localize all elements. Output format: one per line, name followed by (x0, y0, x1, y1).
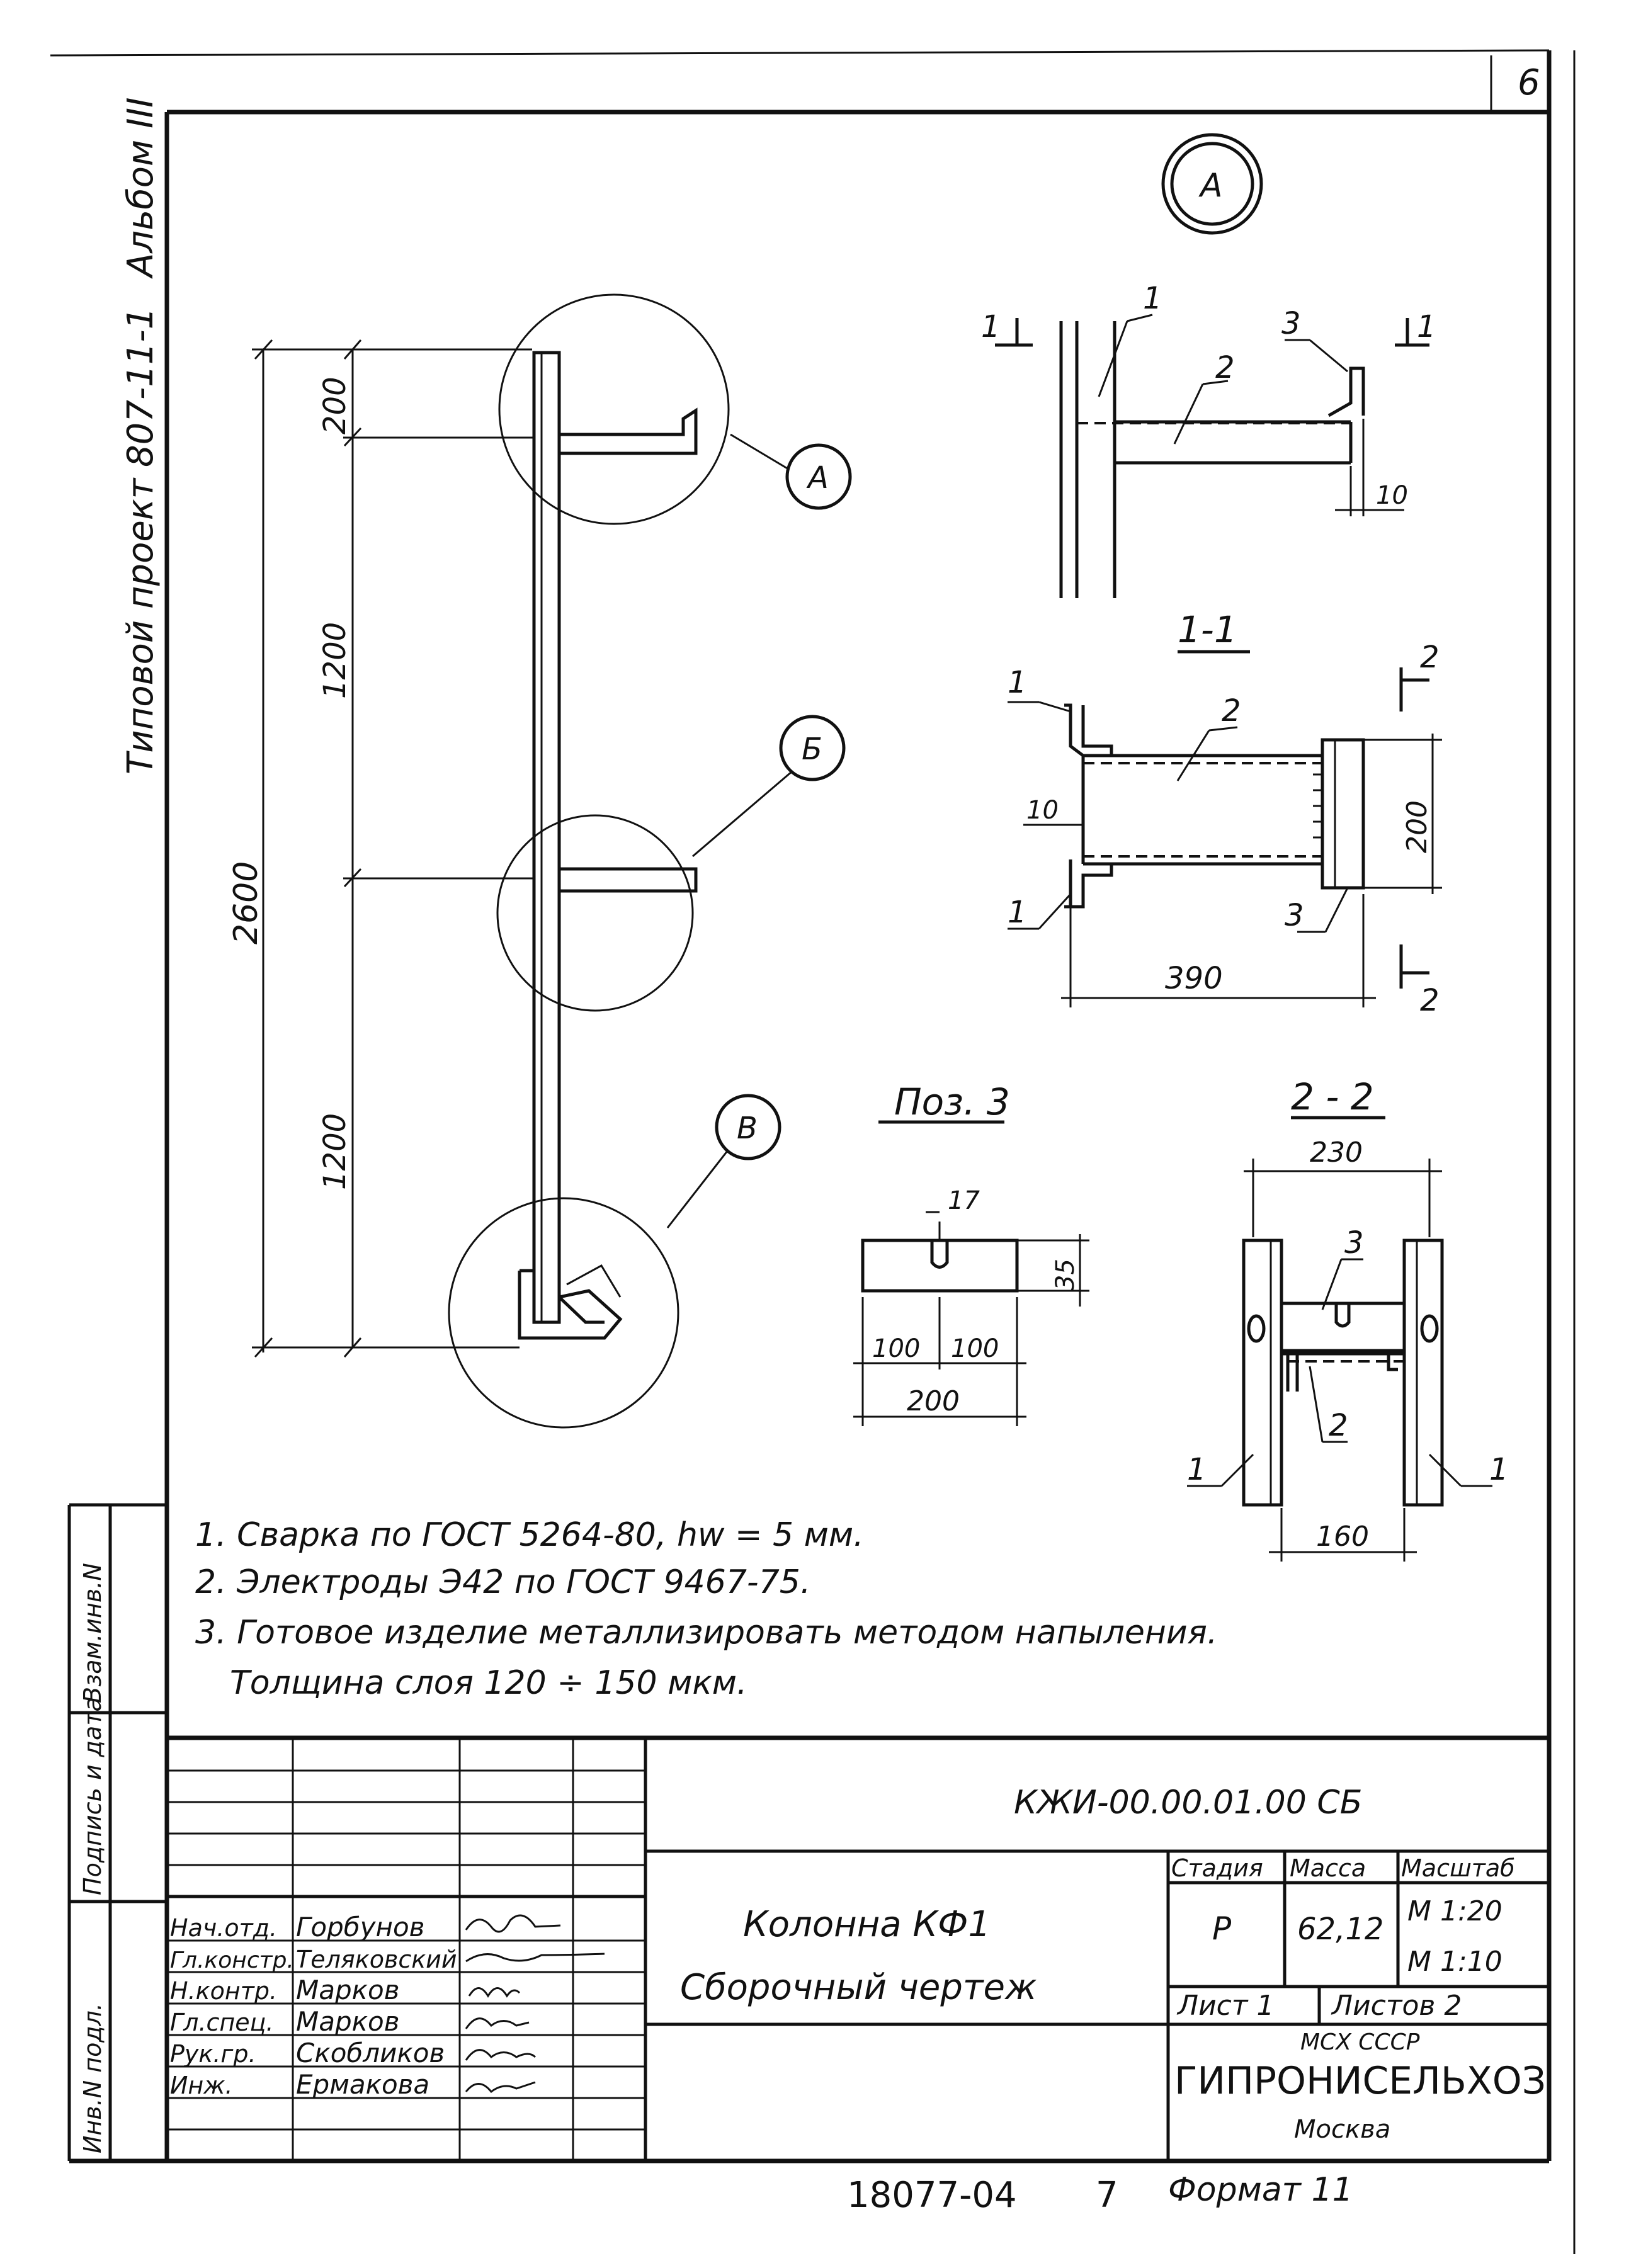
side-project-title: Типовой проект 807-11-1 (120, 307, 161, 774)
node-a-title: А (1198, 167, 1223, 205)
pos-3-dim-200: 200 (907, 1385, 960, 1417)
pos-3-dim-17: 17 (948, 1186, 980, 1215)
node-a-dim-10: 10 (1376, 481, 1408, 510)
mass-value: 62,12 (1297, 1912, 1383, 1947)
section-1-1-leader-1-bottom: 1 (1008, 895, 1027, 930)
scale-header: Масштаб (1401, 1854, 1515, 1882)
person-name: Ермакова (296, 2069, 429, 2100)
mass-header: Масса (1290, 1854, 1366, 1882)
note-3-continued: Толщина слоя 120 ÷ 150 мкм. (230, 1664, 747, 1702)
node-a-view (995, 133, 1429, 598)
role-label: Гл.констр. (170, 1948, 294, 1973)
node-a-leader-3: 3 (1281, 306, 1301, 341)
role-label: Рук.гр. (170, 2040, 256, 2068)
pos-3-dim-100-left: 100 (872, 1334, 920, 1363)
stamp-inv-original: Инв.N подл. (79, 2003, 106, 2153)
callout-a-label: А (806, 460, 829, 496)
section-1-1-dim-10: 10 (1026, 796, 1059, 825)
person-name: Теляковский (296, 1946, 457, 1973)
scale-value-2: М 1:10 (1407, 1946, 1503, 1978)
section-2-2-dim-160: 160 (1316, 1521, 1369, 1553)
section-1-1-mark-top: 2 (1420, 640, 1440, 675)
section-2-2-view (1187, 1116, 1492, 1562)
role-label: Инж. (170, 2072, 233, 2099)
org-ministry: МСХ СССР (1300, 2029, 1420, 2055)
node-a-section-right: 1 (1417, 309, 1436, 344)
section-2-2-leader-2: 2 (1329, 1408, 1348, 1443)
person-name: Скобликов (296, 2038, 445, 2068)
section-1-1-dim-200: 200 (1401, 800, 1433, 853)
detail-callouts (448, 293, 852, 1429)
side-album-title: Альбом III (120, 98, 161, 280)
callout-b-label: Б (802, 732, 822, 767)
archive-code: 18077-04 (847, 2175, 1017, 2216)
callout-v-label: В (737, 1111, 758, 1146)
sheet-number: 6 (1518, 62, 1540, 103)
dim-bottom-span: 1200 (317, 1113, 353, 1190)
pos-3-title: Поз. 3 (894, 1080, 1010, 1123)
sheet-frame (50, 49, 1576, 2254)
stamp-replacement-inv: Взам.инв.N (79, 1563, 106, 1703)
node-a-leader-2: 2 (1215, 350, 1235, 385)
pos-3-dim-100-right: 100 (951, 1334, 999, 1363)
section-2-2-dim-230: 230 (1310, 1137, 1363, 1169)
stamp-signature-date: Подпись и дата (79, 1697, 106, 1895)
elevation-dimensions (252, 339, 534, 1358)
sheets-label: Листов 2 (1331, 1990, 1462, 2022)
scale-value-1: М 1:20 (1407, 1895, 1503, 1927)
node-a-leader-1: 1 (1143, 281, 1162, 316)
org-city: Москва (1294, 2115, 1390, 2144)
org-name: ГИПРОНИСЕЛЬХОЗ (1174, 2059, 1546, 2103)
role-label: Н.контр. (170, 1977, 277, 2005)
title-block-grid (167, 1735, 1549, 2161)
left-stamp (67, 1503, 167, 2161)
pos-3-view (853, 1120, 1089, 1426)
section-1-1-title: 1-1 (1178, 608, 1237, 651)
note-3: 3. Готовое изделие металлизировать метод… (195, 1614, 1217, 1652)
dim-total-length: 2600 (227, 861, 265, 944)
section-1-1-leader-1-top: 1 (1008, 665, 1027, 700)
signatures (465, 1914, 605, 2094)
role-label: Нач.отд. (170, 1914, 277, 1942)
section-2-2-title: 2 - 2 (1291, 1075, 1374, 1118)
person-name: Марков (296, 2006, 399, 2037)
note-1: 1. Сварка по ГОСТ 5264-80, hw = 5 мм. (195, 1516, 864, 1554)
page-number: 7 (1096, 2175, 1118, 2216)
stage-value: Р (1212, 1910, 1232, 1947)
person-name: Марков (296, 1975, 399, 2005)
doc-code: КЖИ-00.00.01.00 СБ (1014, 1784, 1362, 1822)
node-a-section-left: 1 (981, 309, 1001, 344)
section-1-1-mark-bottom: 2 (1420, 983, 1440, 1018)
stage-header: Стадия (1171, 1854, 1263, 1882)
pos-3-dim-35: 35 (1051, 1259, 1080, 1291)
drawing-type: Сборочный чертеж (680, 1967, 1037, 2008)
section-2-2-leader-1-right: 1 (1489, 1452, 1509, 1487)
section-2-2-leader-3: 3 (1344, 1225, 1364, 1261)
dim-middle-span: 1200 (317, 622, 353, 699)
product-name: Колонна КФ1 (743, 1904, 991, 1945)
dim-top-offset: 200 (317, 377, 353, 434)
paper-format: Формат 11 (1168, 2171, 1353, 2209)
section-1-1-leader-3: 3 (1285, 898, 1304, 933)
person-name: Горбунов (296, 1912, 424, 1942)
sheet-label: Лист 1 (1176, 1990, 1274, 2022)
note-2: 2. Электроды Э42 по ГОСТ 9467-75. (195, 1563, 810, 1601)
section-1-1-dim-390: 390 (1165, 961, 1223, 996)
role-label: Гл.спец. (170, 2009, 274, 2036)
section-1-1-view (1008, 650, 1442, 1007)
section-2-2-leader-1-left: 1 (1187, 1452, 1207, 1487)
section-1-1-leader-2: 2 (1222, 693, 1241, 729)
